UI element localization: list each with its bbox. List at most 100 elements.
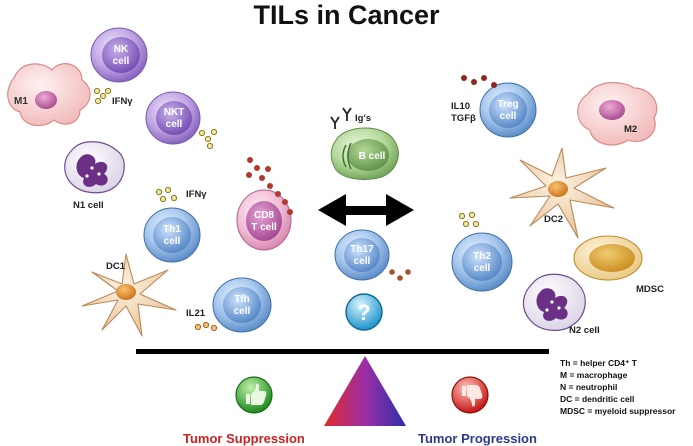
fulcrum-triangle [324,356,406,426]
granule [198,129,206,137]
nkt-granules [198,128,218,150]
legend: Th = helper CD4⁺ T M = macrophage N = ne… [560,358,676,416]
igs-label: Ig's [355,113,371,124]
granule [99,92,107,100]
nkt-cell-nucleus [156,101,192,135]
granule [550,300,554,304]
mdsc-nucleus [589,244,635,272]
balance-beam [136,349,549,354]
th1-cell: Th1 cell [143,207,201,263]
mdsc-cell: MDSC [573,235,664,295]
m1-label: M1 [14,96,28,107]
question-icon: ? [345,293,383,331]
granule [210,324,218,332]
antibody-icons [330,107,352,129]
granule [491,82,497,88]
granule [164,186,172,194]
question-mark: ? [357,300,370,325]
granule [275,191,281,197]
dc2-dendritic-cell: DC2 [509,147,615,239]
n2-label: N2 cell [569,325,600,336]
treg-cell: Treg cell [479,82,537,138]
granule [458,212,466,220]
granule [155,188,163,196]
ifng-label-th1: IFNγ [186,189,207,200]
th17-cell: Th17 cell [334,229,390,281]
th17-granules [389,269,411,281]
treg-cell-label-1: Treg [497,99,518,110]
ifng-granules-th1 [155,186,178,203]
tumor-suppression-label: Tumor Suppression [183,431,305,446]
dc2-label: DC2 [544,214,563,225]
granule [557,306,561,310]
m2-label: M2 [624,124,637,135]
cd8-cell-label-2: T cell [251,222,277,233]
n1-neutrophil: N1 cell [64,141,125,211]
ifng-granules-nk [93,87,112,105]
page-title: TILs in Cancer [253,0,440,30]
granule [481,75,487,81]
nkt-cell: NKT cell [145,91,201,145]
legend-item: M = macrophage [560,370,628,380]
granule [545,308,549,312]
th17-cell-label-1: Th17 [350,244,374,255]
cd8-cell-label-1: CD8 [254,210,274,221]
granule [93,87,101,95]
granule [90,166,94,170]
granule [405,269,411,275]
granule [287,209,293,215]
il21-granules [194,321,218,332]
nkt-cell-label-2: cell [166,119,183,130]
nk-cell-label-1: NK [114,44,129,55]
balance-arrow [318,194,414,226]
granule [210,128,218,136]
b-cell: B cell [330,127,399,180]
th17-cell-label-2: cell [354,256,371,267]
n1-nucleus [76,154,108,187]
tfh-cell: Tfh cell [212,277,272,333]
th2-cell-label-1: Th2 [473,251,491,262]
arrow-shaft [340,206,392,215]
dc2-nucleus [548,181,568,197]
nk-cell: NK cell [90,27,148,83]
granule [94,97,102,105]
treg-cell-label-2: cell [500,111,517,122]
tfh-cell-label-1: Tfh [234,294,250,305]
nk-cell-label-2: cell [113,56,130,67]
il10-label: IL10 [451,101,470,112]
treg-granules [461,75,497,88]
th1-cell-label-2: cell [164,236,181,247]
granule [267,183,273,189]
granule [265,166,271,172]
b-cell-nucleus [347,139,389,171]
granule [282,199,288,205]
granule [472,220,480,228]
treg-cell-nucleus [489,92,527,128]
tgfb-label: TGFβ [451,113,476,124]
arrow-left-head [318,194,346,226]
legend-item: MDSC = myeloid suppressor [560,406,676,416]
granule [204,135,212,143]
granule [206,142,214,150]
thumbs-up-glyph [246,383,267,405]
arrow-right-head [386,194,414,226]
granule [254,165,260,171]
cd8-granules [246,157,293,215]
antibody-icon [330,116,340,129]
dc1-dendritic-cell: DC1 [81,253,177,337]
granule [85,174,89,178]
granule [462,220,470,228]
granule [104,87,112,95]
tumor-progression-label: Tumor Progression [418,431,537,446]
n1-label: N1 cell [73,200,104,211]
thumbs-down-glyph [462,385,483,407]
b-cell-label: B cell [359,151,386,162]
granule [247,157,253,163]
legend-item: Th = helper CD4⁺ T [560,358,638,368]
granule [259,175,265,181]
granule [170,194,178,202]
tfh-cell-label-2: cell [234,306,251,317]
nk-cell-nucleus [102,37,140,73]
m1-macrophage: M1 [7,63,91,127]
